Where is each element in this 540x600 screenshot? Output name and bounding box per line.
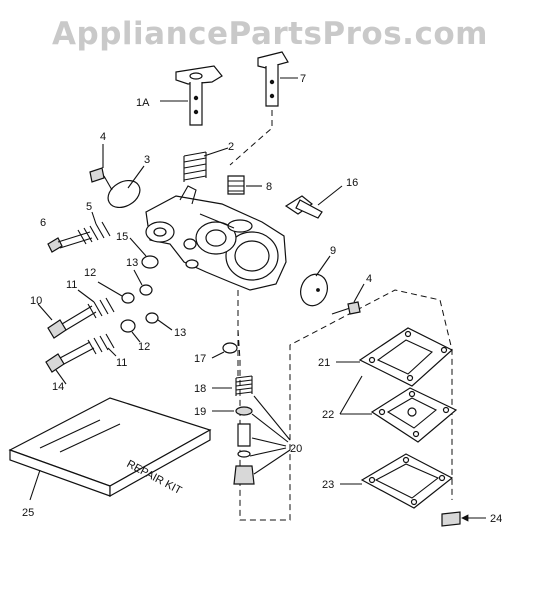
callout-1a: 1A [136,97,150,109]
part-23-cover [340,453,454,509]
part-4b-screw [331,283,365,315]
callout-19: 19 [194,406,206,418]
part-12a-washer [97,281,135,304]
callout-labels: 1A 2 3 4 4 5 6 7 8 9 10 11 11 12 12 13 1… [22,73,502,525]
part-7-choke-lever [257,51,298,107]
callout-13b: 13 [174,327,186,339]
callout-4b: 4 [366,273,372,285]
callout-11a: 11 [66,279,77,291]
part-13b-oring [145,312,173,331]
callout-4a: 4 [100,131,106,143]
callout-24: 24 [490,513,502,525]
part-11b-spring [87,333,117,357]
part-17-plug [211,342,238,359]
callout-8: 8 [266,181,272,193]
part-15-welch-plug [129,237,159,269]
guide-line-shaft [229,110,273,166]
callout-23: 23 [322,479,334,491]
callout-16: 16 [346,177,358,189]
callout-3: 3 [144,154,150,166]
part-14-low-needle [45,341,95,385]
part-25-repair-kit [8,397,212,501]
part-21-gasket [336,327,454,387]
part-5-idle-spring [77,211,111,245]
part-3-throttle-plate [107,165,145,209]
callout-12b: 12 [138,341,150,353]
part-9-plate [300,255,331,307]
callout-25: 25 [22,507,34,519]
part-8-choke-detent [227,175,262,195]
callout-2: 2 [228,141,234,153]
part-20-needle-seat [233,395,291,485]
part-1a-throttle-lever [160,65,223,126]
part-18-spring [212,375,253,396]
callout-7: 7 [300,73,306,85]
callout-21: 21 [318,357,330,369]
watermark-text: AppliancePartsPros.com [52,16,488,52]
part-16-fuel-inlet [284,185,343,219]
carburetor-body [145,185,287,291]
callout-5: 5 [86,201,92,213]
callout-6: 6 [40,217,46,229]
guide-line-bowl [237,289,453,521]
callout-15: 15 [116,231,128,243]
part-12b-washer [120,319,141,343]
part-6-idle-screw [47,231,93,253]
callout-14: 14 [52,381,64,393]
callout-9: 9 [330,245,336,257]
callout-22: 22 [322,409,334,421]
part-19-washer [212,406,253,416]
callout-13a: 13 [126,257,138,269]
callout-20: 20 [290,443,302,455]
part-4a-screw [89,144,113,191]
callout-17: 17 [194,353,206,365]
part-11a-spring [77,289,115,319]
part-24-screw [441,511,486,527]
callout-12a: 12 [84,267,96,279]
part-2-spring [183,147,229,182]
callout-10: 10 [30,295,42,307]
callout-11b: 11 [116,357,127,369]
part-13a-oring [133,269,153,296]
part-22-diaphragm [339,375,458,443]
callout-18: 18 [194,383,206,395]
part-10-high-needle [37,303,97,339]
